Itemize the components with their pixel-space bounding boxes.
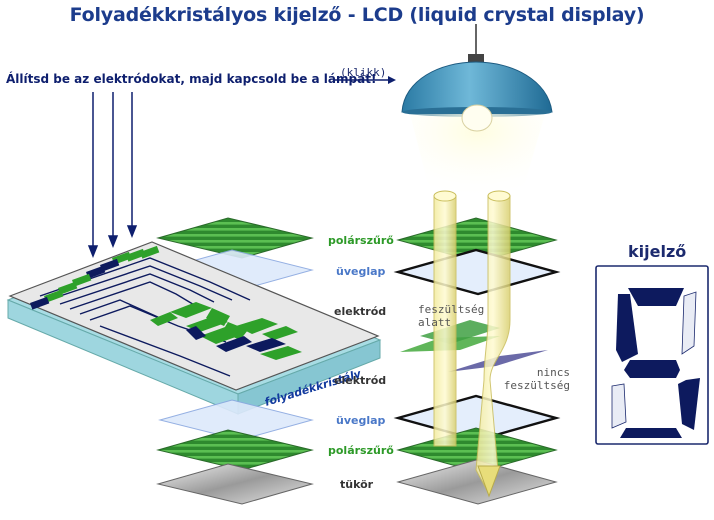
left-glass-bottom (158, 399, 314, 441)
voltage-on-label: feszültség alatt (418, 303, 485, 329)
label-polarizer-top: polárszűrő (328, 234, 394, 247)
lcd-cell[interactable]: folyadékkristály (6, 241, 382, 415)
label-glass-bottom: üveglap (336, 414, 386, 427)
bulb-icon (461, 104, 493, 132)
display-title: kijelző (628, 242, 687, 261)
lamp-icon[interactable] (401, 24, 553, 117)
light-cone (410, 114, 545, 200)
seven-segment-display (595, 265, 709, 445)
right-glass-top (393, 248, 561, 296)
label-mirror: tükör (340, 478, 374, 491)
instruction-text: Állítsd be az elektródokat, majd kapcsol… (6, 72, 377, 86)
cell-segments (150, 302, 302, 360)
voltage-off-label: nincs feszültség (503, 366, 570, 392)
label-electrode-top: elektród (334, 305, 387, 318)
right-electrode-bottom (448, 350, 548, 372)
arrow-right-icon (334, 76, 396, 84)
electrode-pads[interactable] (30, 245, 160, 310)
label-glass-top: üveglap (336, 265, 386, 278)
light-beam-left (433, 190, 457, 447)
page-title: Folyadékkristályos kijelző - LCD (liquid… (69, 4, 645, 26)
right-mirror (396, 459, 558, 505)
light-beam-right (475, 190, 511, 498)
label-electrode-bottom: elektród (334, 374, 387, 387)
left-polarizer-bottom (156, 429, 314, 471)
lamp-click-hint[interactable]: (klikk) (340, 66, 387, 79)
left-polarizer-top (156, 217, 314, 259)
arrow-down-icon (87, 92, 138, 259)
left-mirror (156, 463, 314, 505)
label-polarizer-bottom: polárszűrő (328, 444, 394, 457)
